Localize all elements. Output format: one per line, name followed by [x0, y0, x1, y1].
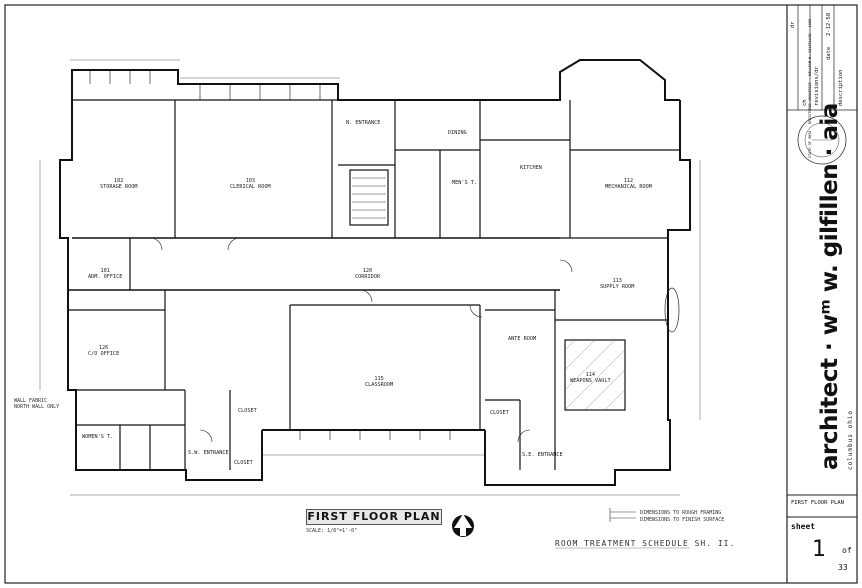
room-treatment-note: ROOM TREATMENT SCHEDULE SH. II.: [555, 539, 736, 548]
plan-title: FIRST FLOOR PLAN: [306, 509, 442, 525]
sheet-of: of: [842, 546, 852, 555]
wall-note-line: WALL FABRIC: [14, 398, 48, 404]
legend-line: DIMENSIONS TO ROUGH FRAMING: [640, 510, 722, 516]
rev-header-dr: dr: [790, 21, 796, 28]
room-closet: CLOSET: [238, 408, 257, 414]
room-sw-entrance: S.W. ENTRANCE: [188, 450, 229, 456]
rev-header-date: date: [826, 46, 832, 60]
sheet-number: 1: [812, 537, 826, 562]
room-kitchen: KITCHEN: [520, 165, 542, 171]
sheet-label: sheet: [791, 522, 816, 531]
sheet-title: FIRST FLOOR PLAN: [791, 500, 844, 506]
rev-header-description: description: [838, 69, 844, 106]
plan-scale: SCALE: 1/8"=1'-0": [306, 528, 358, 534]
architect-name: architect · wᵐ w. gilfillen · aia: [817, 103, 843, 470]
legend-line: DIMENSIONS TO FINISH SURFACE: [640, 517, 725, 523]
rev-header-revisions: revisions/dr: [814, 66, 820, 106]
room-closet: CLOSET: [490, 410, 509, 416]
architect-city: columbus ohio: [847, 410, 854, 470]
wall-note-line: NORTH WALL ONLY: [14, 404, 60, 410]
room-womens-toilet: WOMEN'S T.: [82, 434, 114, 440]
seal-text: STATE OF OHIO · REGISTERED ARCHITECT · W…: [808, 18, 812, 158]
architect-seal: [797, 115, 847, 165]
room-se-entrance: S.E. ENTRANCE: [522, 452, 563, 458]
dimension-legend: DIMENSIONS TO ROUGH FRAMING DIMENSIONS T…: [640, 510, 724, 524]
room-closet: CLOSET: [234, 460, 253, 466]
wall-fabric-note: WALL FABRIC NORTH WALL ONLY: [14, 398, 59, 410]
north-arrow-icon: [452, 514, 474, 537]
room-ante-room: ANTE ROOM: [508, 336, 537, 342]
room-dining: DINING: [448, 130, 467, 136]
room-n-entrance: N. ENTRANCE: [346, 120, 381, 126]
sheet-total: 33: [838, 563, 848, 572]
room-mens-toilet: MEN'S T.: [452, 180, 477, 186]
rev-date-value: 2-12-58: [826, 12, 832, 36]
